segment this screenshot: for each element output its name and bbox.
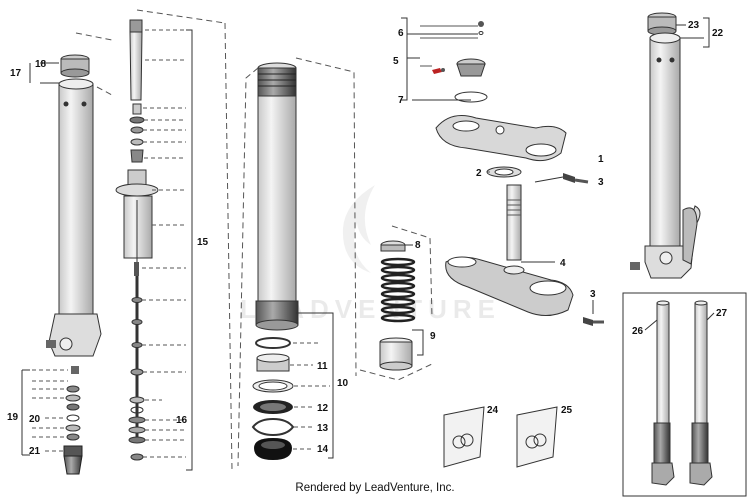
callout-21: 21 [29, 446, 41, 457]
left-small-parts [63, 366, 83, 475]
callout-7: 7 [398, 95, 404, 106]
callout-18: 18 [35, 59, 47, 70]
callout-2: 2 [476, 168, 482, 179]
callout-10: 10 [337, 378, 349, 389]
callout-25: 25 [561, 405, 573, 416]
callout-1: 1 [598, 154, 604, 165]
inner-tube-center [251, 62, 299, 460]
callout-24: 24 [487, 405, 499, 416]
callout-3b: 3 [590, 289, 596, 300]
inset-box [622, 292, 747, 497]
callout-6: 6 [398, 28, 404, 39]
callout-15: 15 [197, 237, 209, 248]
callout-8: 8 [415, 240, 421, 251]
cartridge [115, 19, 159, 461]
callout-23: 23 [688, 20, 700, 31]
callout-26: 26 [632, 326, 644, 337]
footer-credit: Rendered by LeadVenture, Inc. [295, 482, 455, 494]
callout-16: 16 [176, 415, 188, 426]
callout-22: 22 [712, 28, 724, 39]
decals [443, 406, 558, 468]
top-clamp [432, 21, 589, 184]
callout-19: 19 [7, 412, 19, 423]
callout-4: 4 [560, 258, 566, 269]
stem-bottom-clamp [445, 184, 604, 326]
callout-13: 13 [317, 423, 329, 434]
callout-5: 5 [393, 56, 399, 67]
outer-tube-left [46, 54, 102, 357]
callout-27: 27 [716, 308, 728, 319]
callout-3a: 3 [598, 177, 604, 188]
callout-11: 11 [317, 361, 328, 372]
callout-14: 14 [317, 444, 329, 455]
callout-12: 12 [317, 403, 329, 414]
spring [379, 240, 416, 371]
outer-tube-right [630, 12, 701, 279]
callout-17: 17 [10, 68, 22, 79]
callout-9: 9 [430, 331, 436, 342]
callout-20: 20 [29, 414, 41, 425]
